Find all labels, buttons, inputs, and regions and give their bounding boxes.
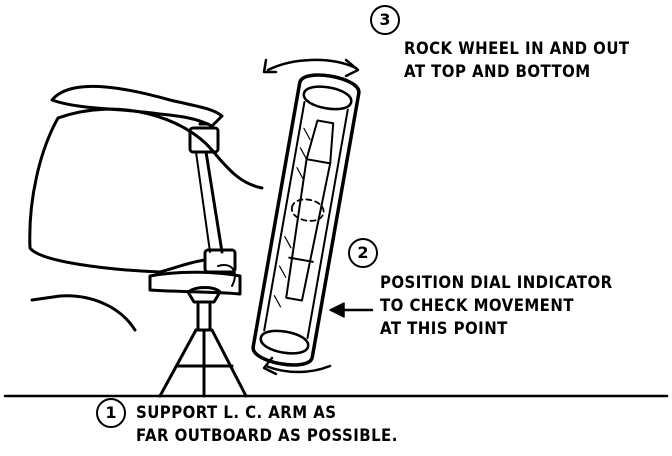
step-3-line-1: ROCK WHEEL IN AND OUT	[404, 39, 630, 59]
lower-ball-joint	[203, 248, 237, 274]
tire	[251, 73, 361, 367]
step-3-line-2: AT TOP AND BOTTOM	[404, 62, 591, 82]
vehicle-body-outline	[28, 107, 264, 332]
lower-control-arm	[148, 270, 242, 296]
step-1-line-2: FAR OUTBOARD AS POSSIBLE.	[136, 426, 398, 446]
step-3-text: ROCK WHEEL IN AND OUT AT TOP AND BOTTOM	[404, 38, 630, 84]
rock-motion-arrow-bottom	[264, 364, 332, 374]
upper-ball-joint	[188, 126, 220, 154]
step-2-line-1: POSITION DIAL INDICATOR	[380, 273, 613, 293]
rock-motion-arrow-top	[266, 58, 358, 72]
step-1-line-1: SUPPORT L. C. ARM AS	[136, 403, 337, 423]
step-2-line-2: TO CHECK MOVEMENT	[380, 296, 574, 316]
steering-knuckle	[204, 150, 224, 254]
upper-control-arm	[50, 84, 224, 128]
step-3-number: 3	[370, 5, 400, 35]
step-2-number: 2	[348, 238, 378, 268]
step-2-line-3: AT THIS POINT	[380, 319, 508, 339]
step-1-number: 1	[96, 398, 126, 428]
step-2-text: POSITION DIAL INDICATOR TO CHECK MOVEMEN…	[380, 272, 613, 341]
step-1-text: SUPPORT L. C. ARM AS FAR OUTBOARD AS POS…	[136, 402, 398, 448]
jack-stand	[158, 286, 248, 398]
